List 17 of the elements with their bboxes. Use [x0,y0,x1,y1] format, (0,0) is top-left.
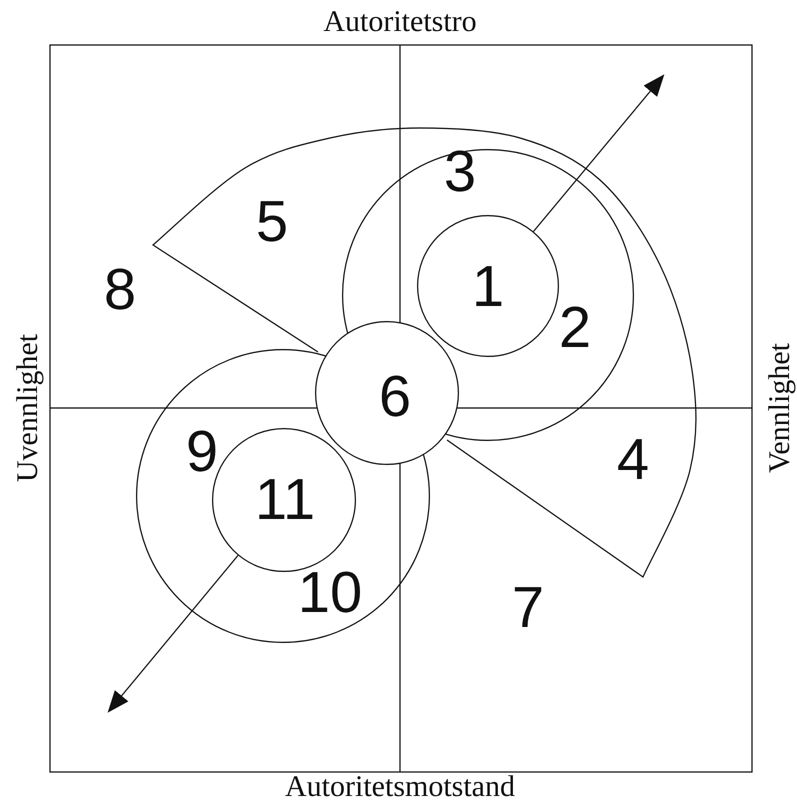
axis-label: Uvennlighet [13,334,43,482]
axis-label: Autoritetstro [323,7,477,37]
axis-label: Autoritetsmotstand [285,772,515,802]
region-number: 9 [186,423,218,481]
region-number: 8 [104,261,136,319]
region-number: 6 [378,368,412,426]
region-number: 7 [512,579,544,637]
region-number: 2 [558,299,592,357]
arrow [108,555,238,713]
region-number: 10 [298,564,362,622]
region-number: 3 [444,143,476,201]
region-number: 11 [254,471,316,529]
region-number: 4 [616,431,650,489]
arrow [533,74,664,232]
axis-label: Vennlighet [765,343,795,473]
region-number: 5 [256,193,288,251]
region-number: 1 [472,258,504,316]
